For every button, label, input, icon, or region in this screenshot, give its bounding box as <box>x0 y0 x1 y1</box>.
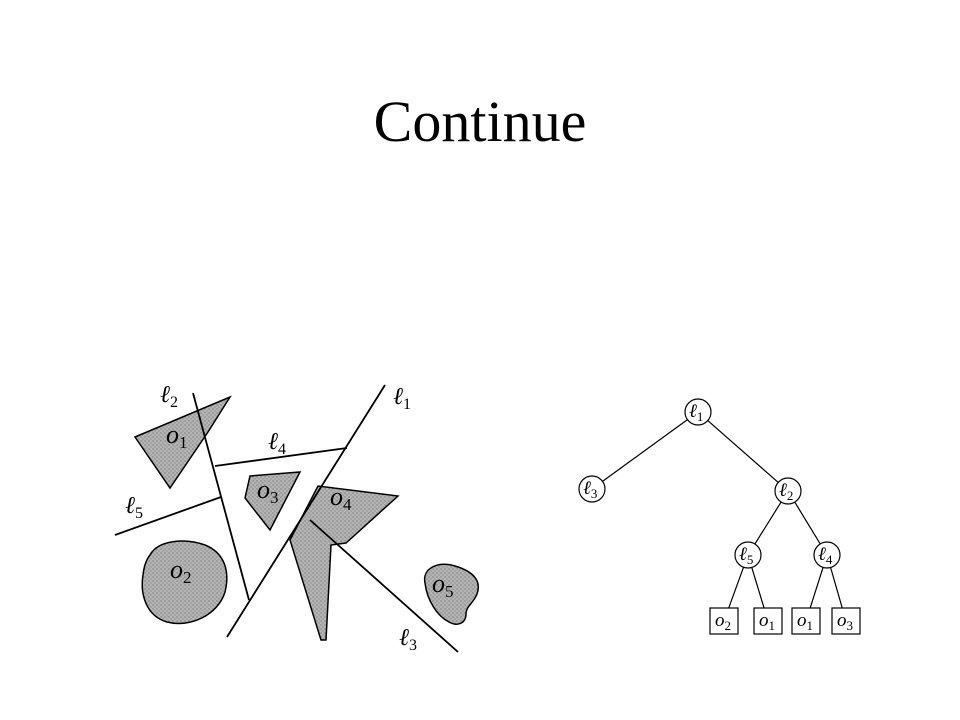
tree-node-label: o2 <box>715 610 731 633</box>
tree-node-label: ℓ5 <box>739 544 753 567</box>
node-circle <box>774 477 802 505</box>
tree-node-label: o3 <box>837 610 853 633</box>
object-o2-label: o2 <box>170 555 192 587</box>
line-l5-label: ℓ5 <box>125 493 143 522</box>
tree-node-label: ℓ1 <box>689 401 703 424</box>
line-l4-label: ℓ4 <box>268 429 286 458</box>
node-circle <box>734 541 762 569</box>
leaf-box <box>709 607 739 635</box>
node-circle <box>813 541 841 569</box>
tree-edge-l5-o2a <box>728 567 745 609</box>
tree-edge-l2-l5 <box>754 501 782 545</box>
leaf-box <box>791 607 821 635</box>
object-o2-shape <box>141 540 228 625</box>
tree-node-label: o1 <box>797 610 813 633</box>
tree-edges <box>602 419 843 609</box>
object-o3-shape <box>244 471 302 532</box>
tree-edge-l5-o1a <box>751 567 765 608</box>
line-l2 <box>192 392 250 601</box>
object-o3-label: o3 <box>257 475 279 507</box>
tree-edge-l4-o3 <box>830 567 843 608</box>
tree-node-o1a: o1 <box>753 607 783 635</box>
tree-node-label: o1 <box>759 610 775 633</box>
object-o5-label: o5 <box>432 569 454 601</box>
line-l4 <box>214 447 348 467</box>
tree-edge-l1-l3 <box>602 419 688 482</box>
partition-figure: ℓ2 ℓ1 ℓ4 ℓ5 ℓ3 o1 o2 o3 o4 o5 <box>114 382 479 654</box>
tree-node-label: ℓ4 <box>818 544 833 567</box>
line-l1 <box>226 384 386 638</box>
tree-node-o2a: o2 <box>709 607 739 635</box>
object-o5-shape <box>423 563 479 625</box>
tree-node-label: ℓ3 <box>583 478 597 501</box>
object-o4-label: o4 <box>330 482 352 514</box>
node-circle <box>684 398 712 426</box>
node-circle <box>578 475 606 503</box>
line-l5 <box>114 496 222 536</box>
slide-title: Continue <box>373 89 587 154</box>
object-o1-label: o1 <box>166 420 188 452</box>
tree-node-label: ℓ2 <box>779 480 793 503</box>
leaf-box <box>831 607 861 635</box>
line-l1-label: ℓ1 <box>393 384 411 413</box>
tree-node-l1: ℓ1 <box>684 398 712 426</box>
tree-nodes: ℓ1 ℓ3 ℓ2 ℓ5 ℓ4 o2 o1 o1 o3 <box>578 398 861 635</box>
leaf-box <box>753 607 783 635</box>
object-o4-shape <box>289 485 400 641</box>
line-l2-label: ℓ2 <box>160 382 178 411</box>
tree-node-l4: ℓ4 <box>813 541 841 569</box>
tree-node-l5: ℓ5 <box>734 541 762 569</box>
tree-node-o3: o3 <box>831 607 861 635</box>
tree-edge-l4-o1b <box>809 567 824 608</box>
line-l3 <box>309 519 459 653</box>
tree-edge-l2-l4 <box>794 501 821 545</box>
tree-node-o1b: o1 <box>791 607 821 635</box>
tree-edge-l1-l2 <box>707 420 779 483</box>
tree-node-l2: ℓ2 <box>774 477 802 505</box>
line-l3-label: ℓ3 <box>399 625 417 654</box>
tree-node-l3: ℓ3 <box>578 475 606 503</box>
